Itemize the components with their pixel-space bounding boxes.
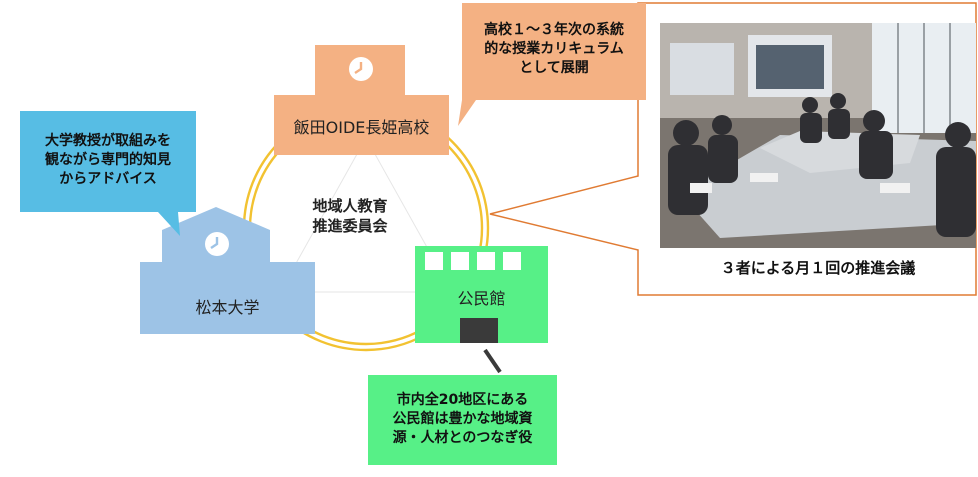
- community-callout-shape: [368, 375, 557, 465]
- meeting-photo: [660, 23, 976, 248]
- callout-line: 市内全20地区にある: [396, 392, 529, 408]
- highschool-callout-shape: [458, 3, 646, 126]
- highschool-label: 飯田OIDE長姫高校: [293, 118, 430, 137]
- committee-label: 地域人教育 推進委員会: [290, 196, 410, 236]
- highschool-building: [274, 45, 449, 155]
- clock-icon: [347, 55, 375, 83]
- university-callout-text: 大学教授が取組みを 観ながら専門的知見 からアドバイス: [20, 132, 196, 189]
- community-hall-label: 公民館: [457, 289, 506, 308]
- committee-label-line: 推進委員会: [312, 217, 388, 235]
- callout-line: 高校１～３年次の系統: [484, 22, 624, 38]
- callout-line: 的な授業カリキュラム: [484, 41, 624, 57]
- community-hall-building: [415, 246, 548, 374]
- university-label: 松本大学: [195, 298, 260, 317]
- callout-line: 源・人材とのつなぎ役: [392, 430, 533, 446]
- callout-line: 観ながら専門的知見: [45, 152, 171, 168]
- callout-line: 公民館は豊かな地域資: [392, 411, 533, 427]
- callout-line: からアドバイス: [59, 171, 157, 187]
- university-callout-shape: [20, 111, 196, 236]
- callout-line: として展開: [519, 60, 589, 76]
- photo-caption: ３者による月１回の推進会議: [720, 259, 916, 277]
- clock-icon: [203, 230, 231, 258]
- inner-triangle: [279, 136, 453, 293]
- university-building: [140, 207, 315, 334]
- callout-line: 大学教授が取組みを: [45, 133, 171, 149]
- community-callout-text: 市内全20地区にある 公民館は豊かな地域資 源・人材とのつなぎ役: [368, 391, 557, 448]
- highschool-callout-text: 高校１～３年次の系統 的な授業カリキュラム として展開: [462, 21, 646, 78]
- committee-label-line: 地域人教育: [312, 197, 388, 215]
